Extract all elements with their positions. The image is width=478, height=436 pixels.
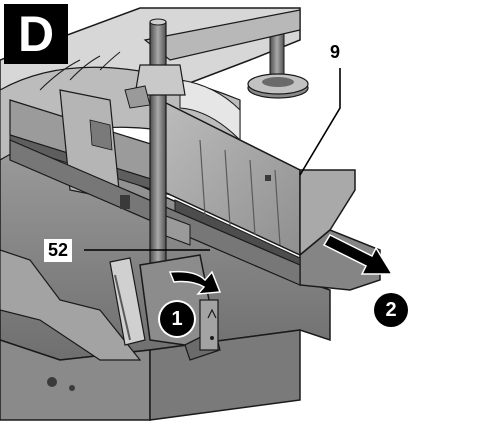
leader-line-9 — [299, 68, 341, 176]
clamp-rod — [124, 9, 301, 293]
figure-letter-badge: D — [4, 4, 68, 64]
callout-fence-label: 9 — [330, 42, 341, 62]
arrow-slide-icon — [322, 234, 394, 275]
step-number-1: 1 — [160, 302, 194, 336]
arrow-rotate-icon — [168, 270, 222, 295]
step-number-2: 2 — [374, 293, 408, 327]
callout-knob-label: 52 — [44, 239, 73, 262]
sliding-fence — [159, 98, 381, 291]
